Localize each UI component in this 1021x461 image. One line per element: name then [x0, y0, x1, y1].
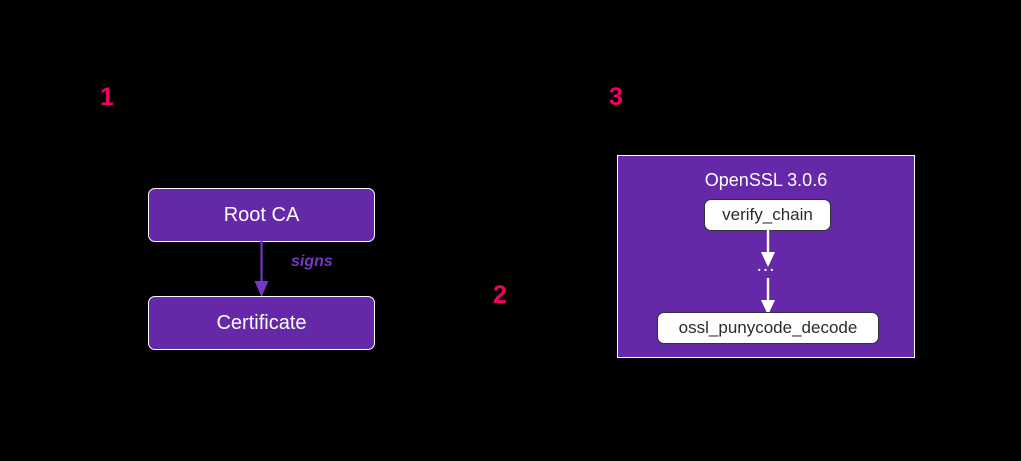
edge-label-signs: signs	[291, 253, 333, 270]
step-number-2: 2	[493, 281, 507, 309]
node-certificate: Certificate	[148, 296, 375, 350]
node-verify-chain: verify_chain	[704, 199, 831, 231]
step-number-1: 1	[100, 83, 114, 111]
node-ossl-punycode-decode: ossl_punycode_decode	[657, 312, 879, 344]
signs-arrow-icon	[254, 240, 269, 297]
openssl-container: OpenSSL 3.0.6 verify_chain ... ossl_puny…	[617, 155, 915, 358]
node-root-ca: Root CA	[148, 188, 375, 242]
flow-arrow-down-icon-1	[761, 230, 775, 267]
flow-arrow-down-icon-2	[761, 278, 775, 315]
step-number-3: 3	[609, 83, 623, 111]
openssl-title: OpenSSL 3.0.6	[704, 170, 828, 190]
flow-ellipsis: ...	[756, 255, 776, 276]
